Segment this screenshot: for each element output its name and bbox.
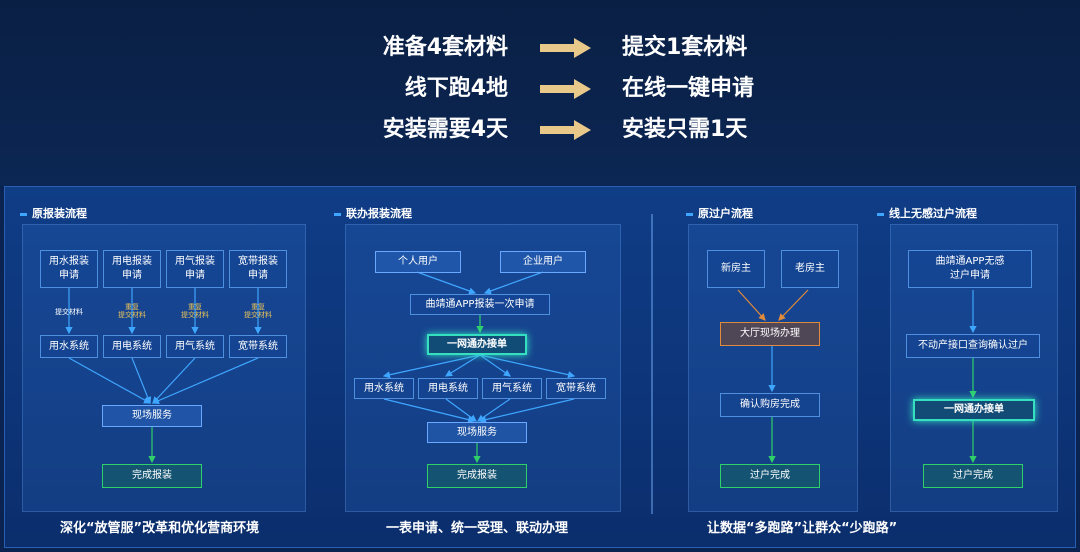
apply-electric-box: 用电报装 申请 xyxy=(103,250,161,288)
before-text: 准备4套材料 xyxy=(382,35,508,60)
section-title-online-transfer: 线上无感过户流程 xyxy=(877,205,977,221)
old-owner-box: 老房主 xyxy=(781,250,839,288)
slogan-one-form: 一表申请、统一受理、联动办理 xyxy=(386,521,569,536)
system-water-box: 用水系统 xyxy=(40,335,98,358)
comparison-row-1: 准备4套材料 提交1套材料 xyxy=(0,28,1080,68)
before-text: 线下跑4地 xyxy=(404,76,508,101)
note-repeat: 重复 提交材料 xyxy=(118,303,146,319)
comparison-row-2: 线下跑4地 在线一键申请 xyxy=(0,69,1080,109)
transfer-complete-box: 过户完成 xyxy=(720,464,820,488)
system-broadband-box: 宽带系统 xyxy=(546,378,606,399)
after-text: 安装只需1天 xyxy=(622,117,748,142)
realestate-query-box: 不动产接口查询确认过户 xyxy=(906,334,1040,358)
system-electric-box: 用电系统 xyxy=(418,378,478,399)
system-gas-box: 用气系统 xyxy=(482,378,542,399)
apply-broadband-box: 宽带报装 申请 xyxy=(229,250,287,288)
new-owner-box: 新房主 xyxy=(707,250,765,288)
after-text: 提交1套材料 xyxy=(622,35,748,60)
one-network-dispatch-box: 一网通办接单 xyxy=(913,399,1035,421)
enterprise-user-box: 企业用户 xyxy=(500,251,586,273)
before-text: 安装需要4天 xyxy=(382,117,508,142)
system-broadband-box: 宽带系统 xyxy=(229,335,287,358)
note-repeat: 重复 提交材料 xyxy=(244,303,272,319)
app-one-apply-box: 曲靖通APP报装一次申请 xyxy=(410,294,550,315)
slogan-data-runs: 让数据“多跑路”让群众“少跑路” xyxy=(707,521,898,536)
transfer-complete-box: 过户完成 xyxy=(923,464,1023,488)
slogan-reform: 深化“放管服”改革和优化营商环境 xyxy=(60,521,260,536)
comparison-row-3: 安装需要4天 安装只需1天 xyxy=(0,110,1080,150)
comparison-header: 准备4套材料 提交1套材料 线下跑4地 在线一键申请 安装需要4天 安装只需1天 xyxy=(0,0,1080,186)
note-repeat: 重复 提交材料 xyxy=(181,303,209,319)
arrow-right-icon xyxy=(540,79,591,99)
app-transfer-apply-box: 曲靖通APP无感 过户申请 xyxy=(908,250,1032,288)
apply-water-box: 用水报装 申请 xyxy=(40,250,98,288)
system-water-box: 用水系统 xyxy=(354,378,414,399)
section-divider xyxy=(651,214,653,514)
confirm-purchase-box: 确认购房完成 xyxy=(720,393,820,417)
onsite-service-box: 现场服务 xyxy=(102,405,202,427)
section-title-orig-install: 原报装流程 xyxy=(20,205,87,221)
hall-onsite-box: 大厅现场办理 xyxy=(720,322,820,346)
apply-gas-box: 用气报装 申请 xyxy=(166,250,224,288)
install-complete-box: 完成报装 xyxy=(102,464,202,488)
system-gas-box: 用气系统 xyxy=(166,335,224,358)
after-text: 在线一键申请 xyxy=(622,76,755,101)
section-title-orig-transfer: 原过户流程 xyxy=(686,205,753,221)
section-title-joint-install: 联办报装流程 xyxy=(334,205,412,221)
system-electric-box: 用电系统 xyxy=(103,335,161,358)
personal-user-box: 个人用户 xyxy=(375,251,461,273)
onsite-service-box: 现场服务 xyxy=(427,422,527,443)
arrow-right-icon xyxy=(540,120,591,140)
one-network-dispatch-box: 一网通办接单 xyxy=(427,334,527,355)
arrow-right-icon xyxy=(540,38,591,58)
install-complete-box: 完成报装 xyxy=(427,464,527,488)
note-submit: 提交材料 xyxy=(55,308,83,316)
